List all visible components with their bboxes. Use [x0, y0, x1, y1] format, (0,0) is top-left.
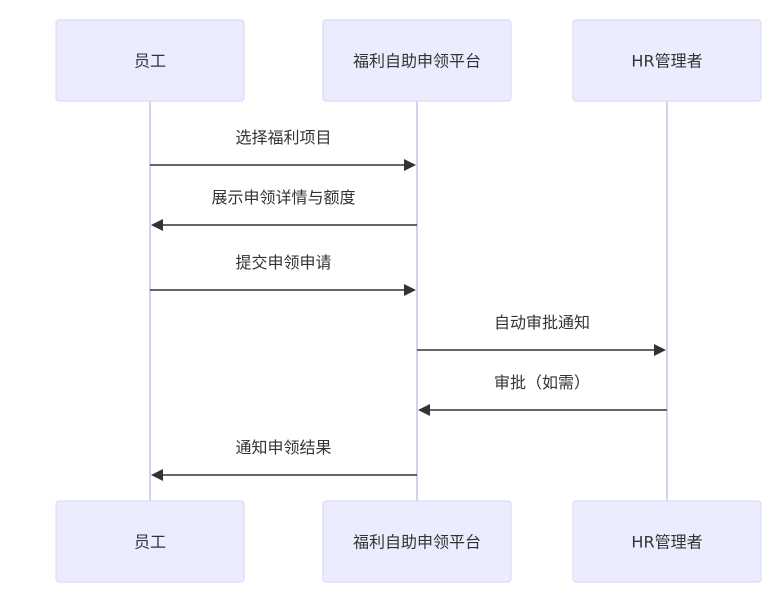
message-label: 选择福利项目: [235, 128, 331, 147]
participants-bottom: 员工 福利自助申领平台 HR管理者: [55, 500, 762, 583]
message-label: 提交申领申请: [235, 253, 331, 272]
participant-box: [322, 19, 512, 102]
participant-platform-bottom: 福利自助申领平台: [322, 500, 512, 583]
arrowhead: [654, 344, 666, 356]
participant-label: 员工: [134, 533, 166, 552]
message-4: 自动审批通知: [417, 313, 666, 356]
participant-box: [322, 500, 512, 583]
message-2: 展示申领详情与额度: [151, 188, 417, 231]
participant-hr-bottom: HR管理者: [572, 500, 762, 583]
participant-hr-top: HR管理者: [572, 19, 762, 102]
participant-platform-top: 福利自助申领平台: [322, 19, 512, 102]
participant-box: [572, 19, 762, 102]
message-label: 通知申领结果: [235, 438, 331, 457]
message-label: 审批（如需）: [494, 373, 590, 392]
arrowhead: [151, 219, 163, 231]
message-label: 自动审批通知: [494, 313, 590, 332]
participant-label: HR管理者: [631, 533, 702, 552]
arrowhead: [404, 284, 416, 296]
participant-box: [572, 500, 762, 583]
participant-label: HR管理者: [631, 52, 702, 71]
message-5: 审批（如需）: [418, 373, 667, 416]
message-6: 通知申领结果: [151, 438, 417, 481]
message-label: 展示申领详情与额度: [211, 188, 355, 207]
participant-employee-top: 员工: [55, 19, 245, 102]
message-1: 选择福利项目: [150, 128, 416, 171]
arrowhead: [418, 404, 430, 416]
participant-box: [55, 19, 245, 102]
message-3: 提交申领申请: [150, 253, 416, 296]
lifelines: [149, 101, 668, 501]
participant-employee-bottom: 员工: [55, 500, 245, 583]
participant-label: 福利自助申领平台: [353, 52, 481, 71]
arrowhead: [404, 159, 416, 171]
participant-label: 福利自助申领平台: [353, 533, 481, 552]
arrowhead: [151, 469, 163, 481]
participants-top: 员工 福利自助申领平台 HR管理者: [55, 19, 762, 102]
participant-box: [55, 500, 245, 583]
participant-label: 员工: [134, 52, 166, 71]
